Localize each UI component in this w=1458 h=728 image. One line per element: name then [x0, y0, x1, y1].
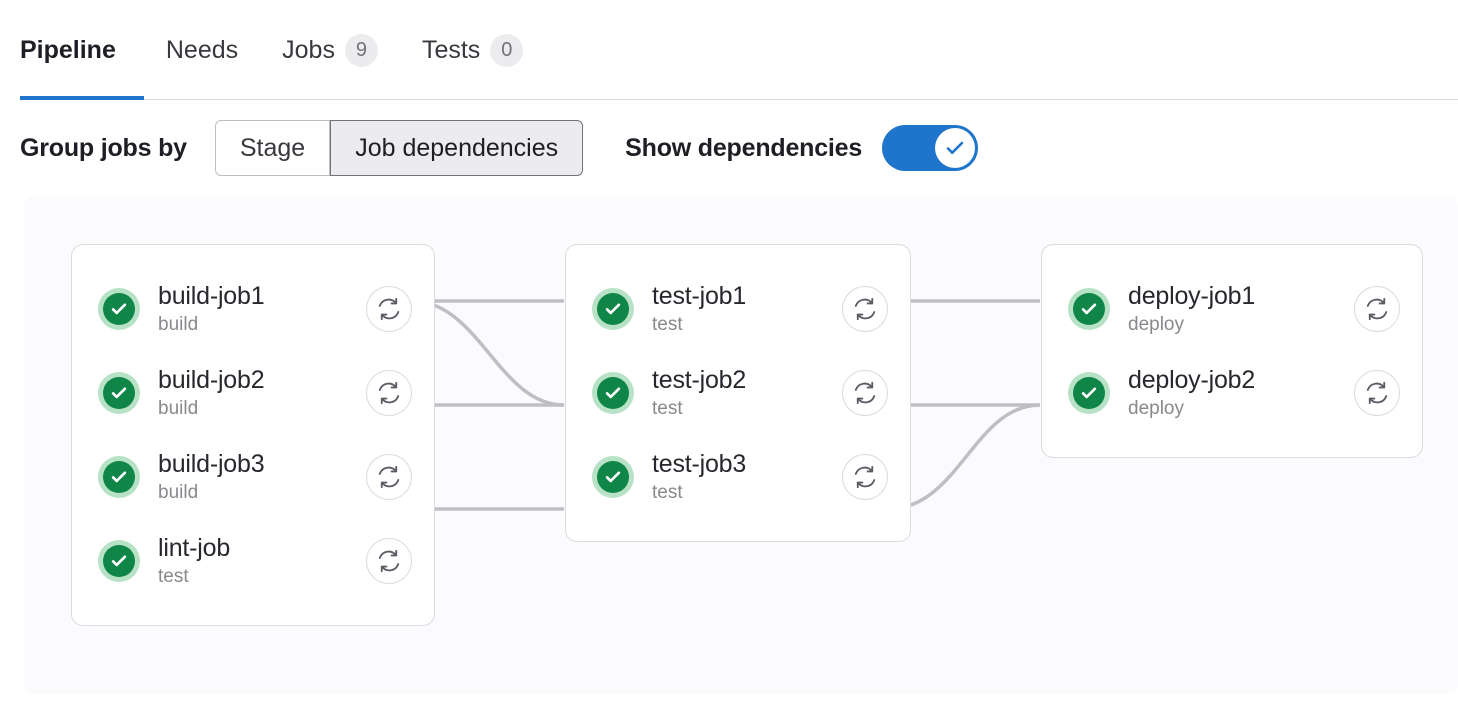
- job-row-test-job1[interactable]: test-job1 test: [566, 267, 910, 351]
- group-jobs-by-label: Group jobs by: [20, 133, 187, 162]
- pipeline-graph: build-job1 build: [24, 196, 1458, 694]
- job-stage: deploy: [1128, 397, 1184, 419]
- graph-controls: Group jobs by Stage Job dependencies Sho…: [0, 100, 1458, 196]
- job-row-build-job2[interactable]: build-job2 build: [72, 351, 434, 435]
- retry-icon[interactable]: [842, 370, 888, 416]
- retry-icon[interactable]: [842, 286, 888, 332]
- graph-column-deploy: deploy-job1 deploy: [1041, 244, 1423, 458]
- job-card-build: build-job1 build: [71, 244, 435, 626]
- job-stage: test: [652, 481, 683, 503]
- job-stage: test: [652, 313, 683, 335]
- status-success-icon: [1068, 372, 1110, 414]
- job-row-build-job1[interactable]: build-job1 build: [72, 267, 434, 351]
- job-row-deploy-job2[interactable]: deploy-job2 deploy: [1042, 351, 1422, 435]
- status-success-icon: [98, 456, 140, 498]
- segment-job-dependencies[interactable]: Job dependencies: [330, 120, 584, 176]
- job-stage: test: [158, 565, 189, 587]
- toggle-knob: [935, 128, 976, 168]
- job-name: deploy-job1: [1128, 281, 1256, 310]
- job-row-test-job2[interactable]: test-job2 test: [566, 351, 910, 435]
- job-card-test: test-job1 test: [565, 244, 911, 542]
- tab-needs[interactable]: Needs: [144, 0, 260, 100]
- status-success-icon: [98, 288, 140, 330]
- job-row-lint-job[interactable]: lint-job test: [72, 519, 434, 603]
- status-success-icon: [592, 288, 634, 330]
- job-stage: build: [158, 397, 199, 419]
- tab-pipeline-label: Pipeline: [20, 35, 116, 64]
- job-name: build-job1: [158, 281, 265, 310]
- job-name: test-job3: [652, 449, 747, 478]
- job-stage: build: [158, 313, 199, 335]
- tab-pipeline[interactable]: Pipeline: [20, 0, 144, 100]
- status-success-icon: [592, 456, 634, 498]
- retry-icon[interactable]: [1354, 286, 1400, 332]
- status-success-icon: [1068, 288, 1110, 330]
- status-success-icon: [98, 372, 140, 414]
- check-icon: [946, 141, 964, 154]
- show-dependencies-label: Show dependencies: [625, 133, 863, 162]
- job-name: build-job2: [158, 365, 265, 394]
- job-row-deploy-job1[interactable]: deploy-job1 deploy: [1042, 267, 1422, 351]
- retry-icon[interactable]: [366, 286, 412, 332]
- job-name: build-job3: [158, 449, 265, 478]
- tab-tests[interactable]: Tests 0: [400, 0, 545, 100]
- retry-icon[interactable]: [366, 370, 412, 416]
- job-stage: deploy: [1128, 313, 1184, 335]
- segment-stage[interactable]: Stage: [214, 120, 331, 176]
- status-success-icon: [592, 372, 634, 414]
- show-dependencies-toggle[interactable]: [882, 125, 979, 171]
- tab-jobs[interactable]: Jobs 9: [260, 0, 400, 100]
- job-name: test-job2: [652, 365, 747, 394]
- retry-icon[interactable]: [366, 538, 412, 584]
- group-jobs-by-segmented-control[interactable]: Stage Job dependencies: [214, 120, 584, 176]
- job-name: test-job1: [652, 281, 747, 310]
- tab-tests-label: Tests: [421, 35, 481, 64]
- tab-needs-label: Needs: [165, 35, 239, 64]
- job-row-test-job3[interactable]: test-job3 test: [566, 435, 910, 519]
- graph-column-test: test-job1 test: [565, 244, 911, 542]
- job-stage: test: [652, 397, 683, 419]
- pipeline-tabbar: Pipeline Needs Jobs 9 Tests 0: [0, 0, 1458, 100]
- retry-icon[interactable]: [366, 454, 412, 500]
- retry-icon[interactable]: [842, 454, 888, 500]
- tab-jobs-label: Jobs: [282, 35, 335, 64]
- graph-column-build: build-job1 build: [71, 244, 435, 626]
- tab-jobs-badge: 9: [344, 33, 378, 67]
- job-name: deploy-job2: [1128, 365, 1256, 394]
- tab-tests-badge: 0: [490, 33, 524, 67]
- job-row-build-job3[interactable]: build-job3 build: [72, 435, 434, 519]
- status-success-icon: [98, 540, 140, 582]
- job-name: lint-job: [158, 533, 231, 562]
- job-stage: build: [158, 481, 199, 503]
- show-dependencies-control: Show dependencies: [625, 125, 979, 171]
- job-card-deploy: deploy-job1 deploy: [1041, 244, 1423, 458]
- retry-icon[interactable]: [1354, 370, 1400, 416]
